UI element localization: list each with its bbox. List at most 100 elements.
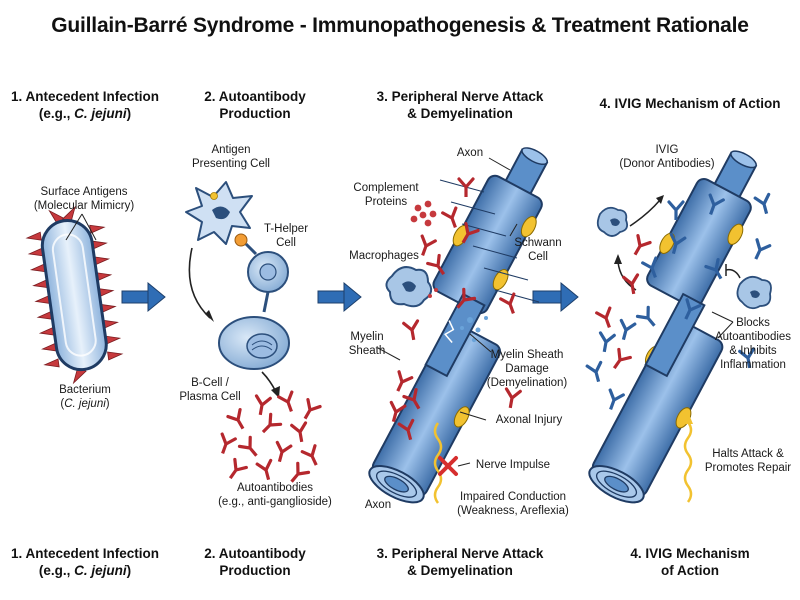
- myelin-ring-line: [461, 223, 507, 237]
- stage3-heading-bottom-line2: & Demyelination: [407, 563, 513, 578]
- stage2-heading-bottom-line2: Production: [219, 563, 291, 578]
- stage1-bottom-pre: (e.g.,: [38, 563, 75, 578]
- surface-antigens-line1: Surface Antigens: [40, 186, 128, 198]
- myelin-damage-line1: Myelin Sheath: [490, 349, 564, 361]
- antibody-icon: [747, 238, 772, 264]
- stage1-heading-bottom: 1. Antecedent Infection (e.g., C. jejuni…: [0, 545, 170, 579]
- stage2-heading-top: 2. Autoantibody Production: [180, 88, 330, 122]
- halts-line1: Halts Attack &: [712, 448, 784, 460]
- halts-line2: Promotes Repair: [704, 462, 792, 474]
- stage1-heading-top: 1. Antecedent Infection (e.g., C. jejuni…: [0, 88, 170, 122]
- stage1-bottom-species: C. jejuni: [74, 563, 127, 578]
- antibody-icon: [615, 318, 637, 343]
- impaired-line1: Impaired Conduction: [459, 491, 567, 503]
- stage1-top-species: C. jejuni: [74, 106, 127, 121]
- complement-label: Complement Proteins: [346, 181, 426, 209]
- myelin-sheath-line2: Sheath: [348, 345, 386, 357]
- complement-line2: Proteins: [364, 196, 408, 208]
- repair-arrow-head: [683, 412, 693, 424]
- blocked-conduction-x-icon: [438, 456, 458, 476]
- inhibited-macrophage-2: [736, 275, 772, 310]
- antibody-icon: [622, 273, 643, 296]
- ivig-arrow-1: [629, 199, 661, 227]
- antibody-icon: [255, 458, 277, 483]
- t-helper-cell: [244, 242, 289, 313]
- stage2-heading-bottom: 2. Autoantibody Production: [180, 545, 330, 579]
- schwann-line1: Schwann: [514, 237, 562, 249]
- stage1-bottom-post: ): [126, 563, 132, 578]
- autoantibodies-line1: Autoantibodies: [236, 482, 314, 494]
- myelin-debris: [460, 316, 488, 343]
- diagram-title: Guillain-Barré Syndrome - Immunopathogen…: [51, 14, 749, 37]
- b-cell-label: B-Cell / Plasma Cell: [172, 376, 248, 404]
- antibody-icon: [753, 192, 775, 217]
- b-cell-plasma-cell: [218, 316, 290, 370]
- blocks-line3: & Inhibits: [729, 345, 777, 357]
- stage3-heading-top: 3. Peripheral Nerve Attack & Demyelinati…: [360, 88, 560, 122]
- bacterium-body: [40, 219, 108, 372]
- b-cell-line1: B-Cell /: [191, 377, 229, 389]
- antibody-icon: [585, 360, 607, 385]
- antibody-icon: [606, 347, 632, 374]
- antibody-icon: [297, 397, 322, 424]
- t-helper-label: T-Helper Cell: [256, 222, 316, 250]
- t-helper-line1: T-Helper: [263, 223, 309, 235]
- impaired-conduction-label: Impaired Conduction (Weakness, Areflexia…: [448, 490, 578, 518]
- stage2-heading-top-line2: Production: [219, 106, 291, 121]
- antibody-icon: [290, 421, 311, 444]
- stage4-heading-bottom: 4. IVIG Mechanism of Action: [590, 545, 790, 579]
- ivig-line1: IVIG: [655, 144, 679, 156]
- nerve-impulse-label: Nerve Impulse: [475, 459, 551, 471]
- blocks-line2: Autoantibodies: [714, 331, 792, 343]
- halts-label: Halts Attack & Promotes Repair: [700, 447, 796, 475]
- stage1-heading-bottom-line2: (e.g., C. jejuni): [0, 562, 170, 579]
- inhibit-arrow: [725, 268, 741, 279]
- b-cell-line2: Plasma Cell: [179, 391, 241, 403]
- myelin-ring-line: [483, 267, 529, 281]
- schwann-label: Schwann Cell: [508, 236, 568, 264]
- stage1-heading-bottom-line1: 1. Antecedent Infection: [10, 546, 160, 561]
- antibody-icon: [389, 370, 414, 396]
- myelin-ring-line: [494, 289, 540, 303]
- myelin-ring-line: [439, 179, 485, 193]
- antibody-icon: [402, 319, 423, 342]
- stage4-heading-top: 4. IVIG Mechanism of Action: [590, 95, 790, 112]
- stage4-heading-bottom-line2: of Action: [661, 563, 719, 578]
- macrophages-label: Macrophages: [349, 250, 419, 262]
- axonal-injury-label: Axonal Injury: [495, 414, 563, 426]
- antibody-icon: [300, 444, 325, 470]
- healing-nerve-fiber: [588, 150, 758, 504]
- antibody-icon: [595, 331, 616, 354]
- antibody-icon: [222, 457, 248, 484]
- stage1-heading-top-line1: 1. Antecedent Infection: [10, 89, 160, 104]
- autoantibodies-line2: (e.g., anti-ganglioside): [218, 496, 332, 508]
- antibody-icon: [214, 432, 237, 457]
- complement-line1: Complement: [353, 182, 419, 194]
- impaired-line2: (Weakness, Areflexia): [457, 505, 569, 517]
- myelin-ring-line: [472, 245, 518, 259]
- bacterium: [25, 205, 124, 385]
- axon-top-label: Axon: [456, 147, 484, 159]
- nerve-impulse-wave: [433, 422, 443, 504]
- antibody-icon: [271, 440, 293, 465]
- antigen-pointer-1: [65, 213, 83, 241]
- axon-bottom-label: Axon: [364, 499, 392, 511]
- stage1-heading-top-line2: (e.g., C. jejuni): [0, 105, 170, 122]
- ivig-line2: (Donor Antibodies): [619, 158, 715, 170]
- antibody-icon: [627, 233, 652, 260]
- antibody-icon: [237, 435, 264, 462]
- antibody-icon: [499, 292, 522, 317]
- myelin-sheath-label: Myelin Sheath: [342, 330, 392, 358]
- antigen-spike: [43, 358, 60, 368]
- stage3-heading-bottom-line1: 3. Peripheral Nerve Attack: [376, 546, 544, 561]
- stage3-heading-top-line2: & Demyelination: [407, 106, 513, 121]
- apc-line2: Presenting Cell: [192, 158, 270, 170]
- apc-label: Antigen Presenting Cell: [176, 143, 286, 171]
- antibody-icon: [256, 412, 283, 439]
- panel3-pointers: [377, 157, 518, 467]
- surface-antigens-label: Surface Antigens (Molecular Mimicry): [14, 185, 154, 213]
- flow-arrow-2: [317, 281, 362, 313]
- antibody-icon: [635, 305, 662, 332]
